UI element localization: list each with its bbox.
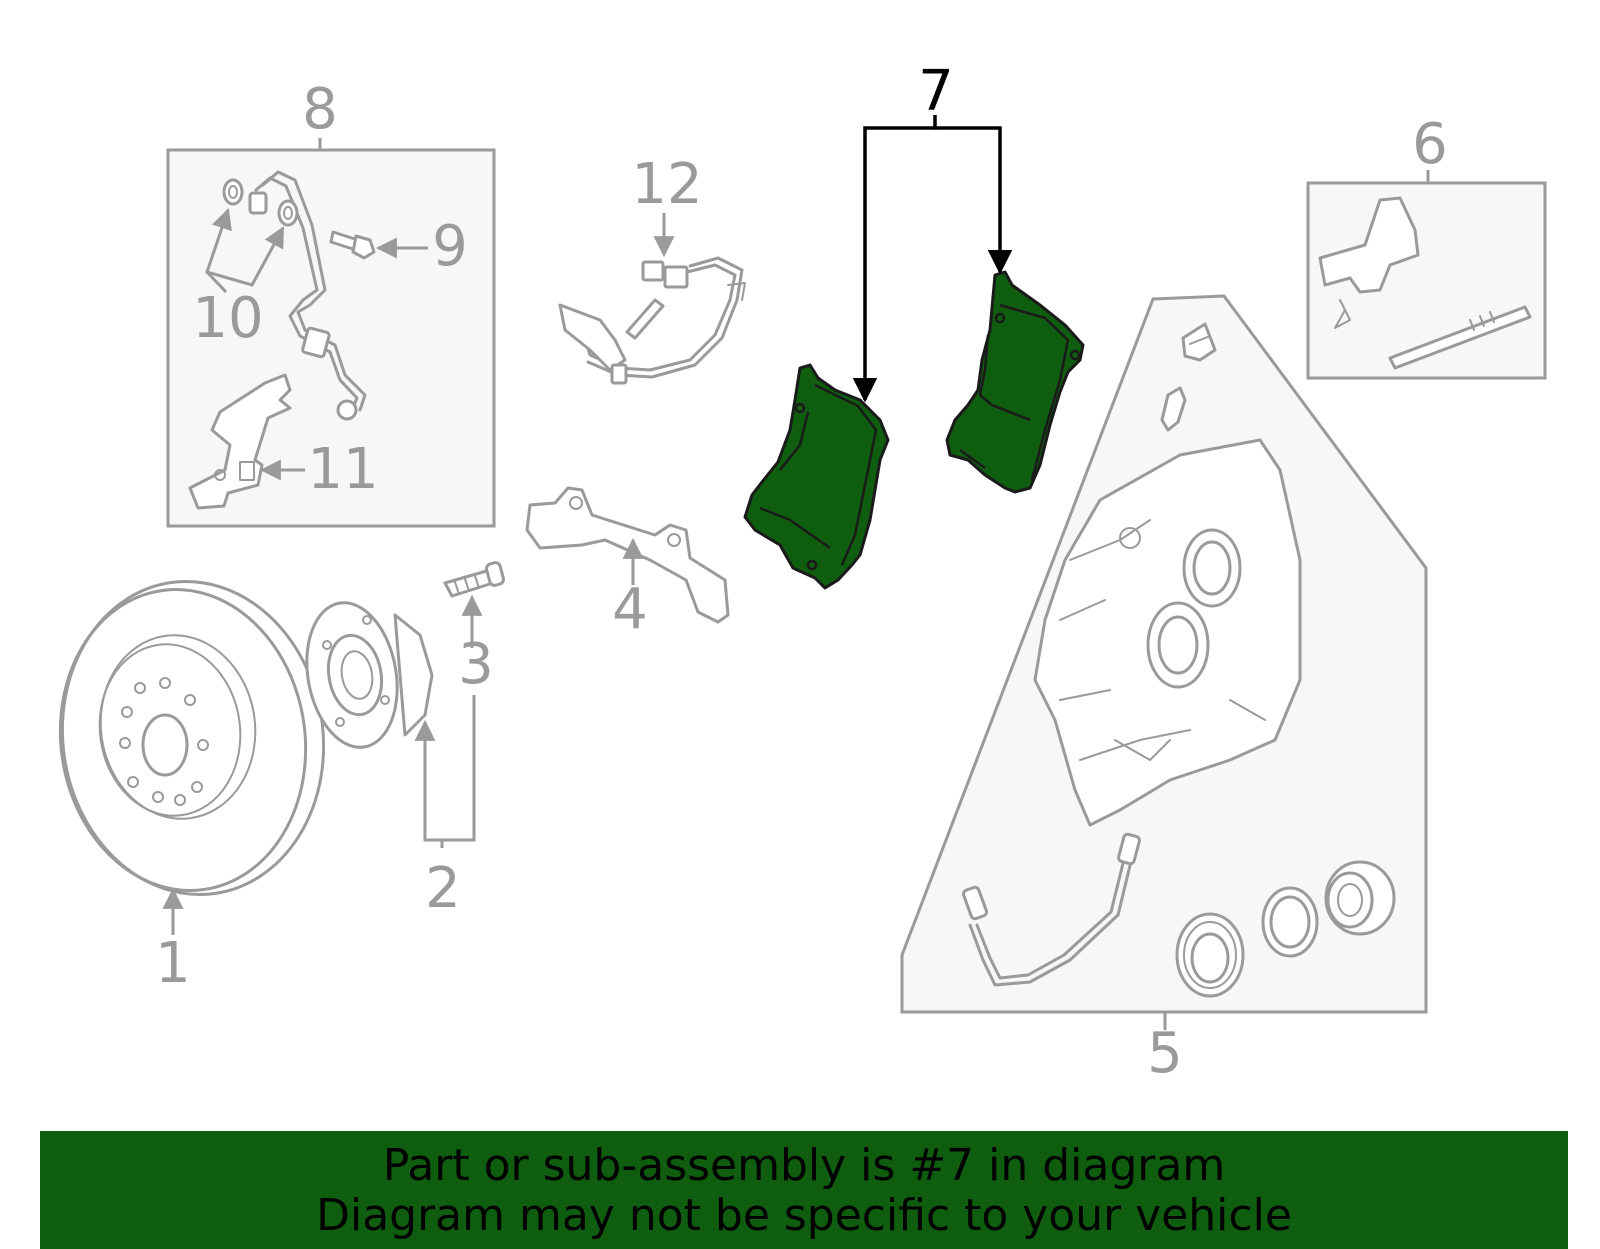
banner-line-1: Part or sub-assembly is #7 in diagram bbox=[382, 1140, 1226, 1191]
callout-1: 1 bbox=[155, 931, 191, 996]
hose-bracket bbox=[188, 373, 292, 510]
wheel-stud bbox=[443, 561, 505, 598]
brake-rotor bbox=[58, 579, 326, 897]
brake-pad-outer bbox=[945, 270, 1085, 494]
callout-8: 8 bbox=[302, 77, 338, 142]
banner-line-2: Diagram may not be specific to your vehi… bbox=[316, 1190, 1292, 1241]
hose-washers bbox=[222, 178, 299, 227]
callout-11: 11 bbox=[307, 437, 378, 502]
wear-sensor bbox=[558, 256, 746, 385]
banjo-bolt bbox=[329, 230, 376, 260]
brake-caliper bbox=[1033, 438, 1302, 827]
callout-4: 4 bbox=[612, 577, 648, 642]
callout-12: 12 bbox=[631, 152, 702, 217]
brake-hose bbox=[248, 170, 367, 421]
callout-10: 10 bbox=[192, 286, 263, 351]
bleeder-cap bbox=[1181, 322, 1217, 362]
bleeder-screw bbox=[1160, 386, 1187, 432]
callouts: 1 2 3 4 5 6 7 8 9 10 11 12 bbox=[155, 59, 1448, 1086]
piston-seal bbox=[1175, 912, 1245, 998]
wheel-hub bbox=[305, 601, 434, 749]
callout-6: 6 bbox=[1412, 112, 1448, 177]
callout-2: 2 bbox=[425, 856, 461, 921]
piston-ring bbox=[1261, 886, 1319, 958]
brake-pad-inner bbox=[743, 363, 890, 590]
info-banner: Part or sub-assembly is #7 in diagram Di… bbox=[40, 1131, 1568, 1249]
callout-5: 5 bbox=[1147, 1021, 1183, 1086]
brake-line bbox=[961, 832, 1141, 987]
callout-9: 9 bbox=[432, 214, 468, 279]
pad-hardware-clip bbox=[1318, 196, 1420, 329]
guide-pin bbox=[1388, 305, 1532, 370]
leader-lines bbox=[162, 115, 1430, 1030]
caliper-piston bbox=[1324, 860, 1396, 936]
splash-shield bbox=[525, 486, 730, 624]
callout-7: 7 bbox=[918, 59, 954, 124]
callout-3: 3 bbox=[458, 632, 494, 697]
